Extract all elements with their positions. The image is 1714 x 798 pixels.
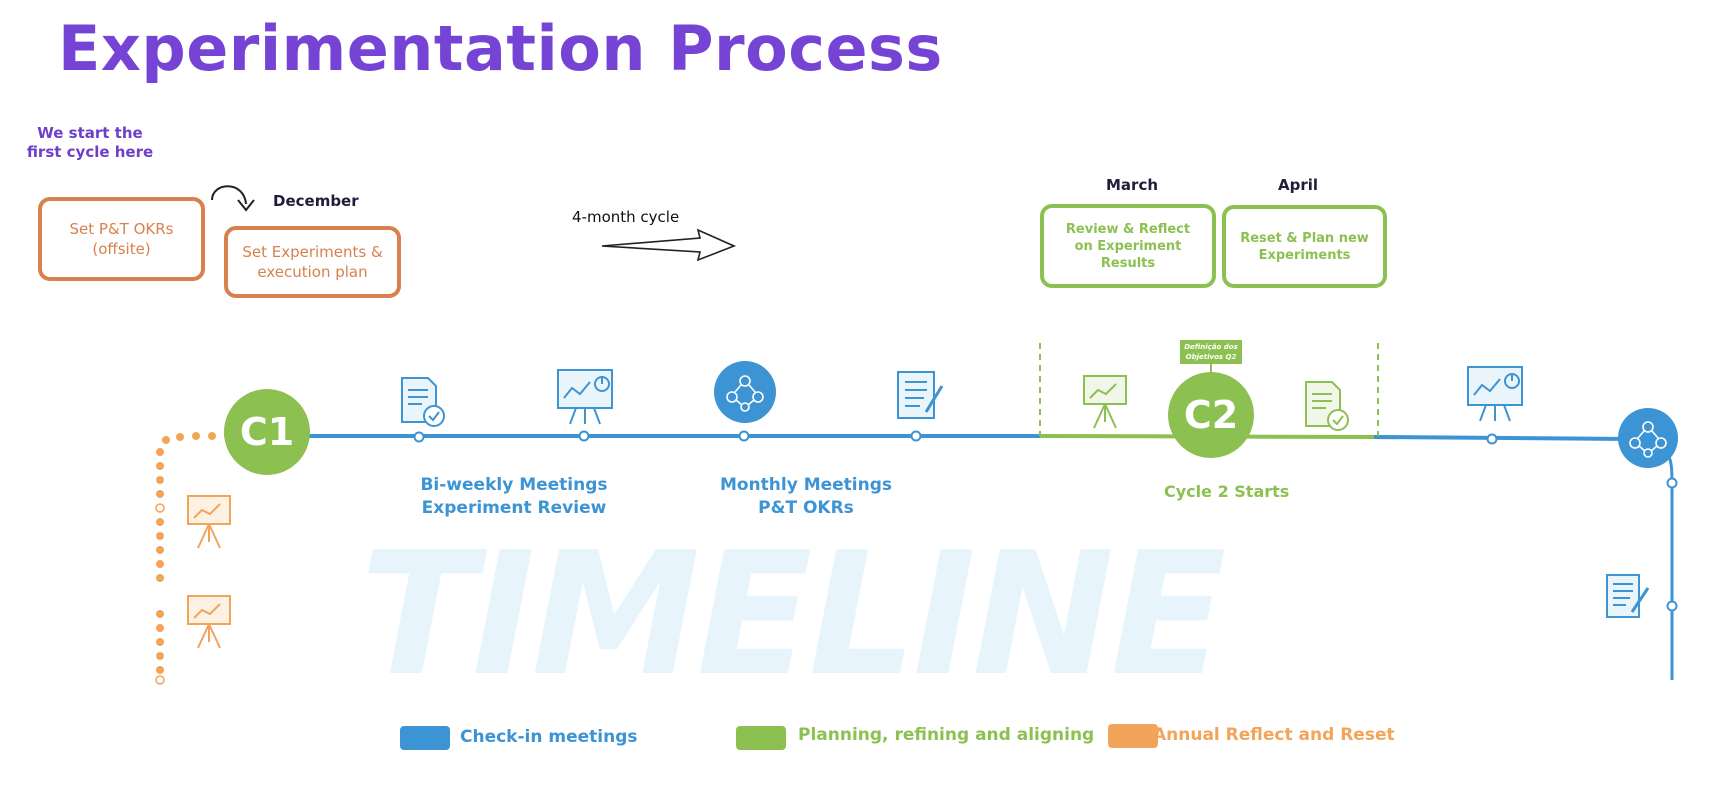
legend-swatch-annual [1108, 724, 1158, 748]
presentation-easel-icon [1083, 375, 1127, 429]
month-march: March [1106, 176, 1159, 194]
people-network-icon [714, 361, 776, 423]
legend-label-checkin: Check-in meetings [460, 727, 638, 747]
legend-swatch-checkin [400, 726, 450, 750]
cycle-arrow-label: 4-month cycle [572, 208, 680, 226]
month-april: April [1278, 176, 1319, 194]
tag-connector [1210, 364, 1212, 374]
biweekly-label-line1: Bi-weekly Meetings [420, 475, 608, 495]
box-reset-plan: Reset & Plan new Experiments [1222, 205, 1387, 288]
legend-label-annual: Annual Reflect and Reset [1153, 725, 1395, 745]
people-network-icon [1618, 408, 1678, 468]
box-set-experiments-label: Set Experiments & execution plan [242, 243, 383, 281]
month-december: December [273, 192, 359, 210]
timeline-watermark: TIMELINE [360, 516, 1226, 714]
start-note: We start the first cycle here [26, 124, 154, 161]
biweekly-label: Bi-weekly Meetings Experiment Review [414, 474, 614, 520]
review-document-icon [1305, 381, 1349, 431]
presentation-easel-icon [187, 595, 231, 649]
checklist-pen-icon [897, 371, 944, 419]
review-document-icon [401, 377, 445, 427]
box-reset-plan-label: Reset & Plan new Experiments [1240, 230, 1369, 263]
cycle2-label: Cycle 2 Starts [1164, 482, 1290, 501]
box-set-okrs-label: Set P&T OKRs (offsite) [69, 220, 174, 258]
presentation-easel-icon [187, 495, 231, 549]
box-set-experiments: Set Experiments & execution plan [224, 226, 401, 298]
curved-arrow-icon [211, 185, 255, 212]
objectives-tag: Definição dos Objetivos Q2 [1180, 340, 1242, 364]
page-title: Experimentation Process [58, 12, 943, 85]
monthly-label-line1: Monthly Meetings [719, 475, 893, 495]
box-review-reflect-label: Review & Reflect on Experiment Results [1065, 221, 1191, 271]
checklist-pen-icon [1606, 574, 1650, 618]
box-set-okrs: Set P&T OKRs (offsite) [38, 197, 205, 281]
dashboard-board-icon [557, 369, 613, 425]
box-review-reflect: Review & Reflect on Experiment Results [1040, 204, 1216, 288]
milestone-c2: C2 [1168, 372, 1254, 458]
legend-swatch-planning [736, 726, 786, 750]
biweekly-label-line2: Experiment Review [421, 498, 607, 518]
monthly-label: Monthly Meetings P&T OKRs [706, 474, 906, 520]
milestone-c1: C1 [224, 389, 310, 475]
cycle-arrow-icon [601, 228, 737, 262]
legend-label-planning: Planning, refining and aligning [798, 725, 1095, 745]
dashboard-board-icon [1467, 366, 1523, 422]
monthly-label-line2: P&T OKRs [758, 498, 854, 518]
